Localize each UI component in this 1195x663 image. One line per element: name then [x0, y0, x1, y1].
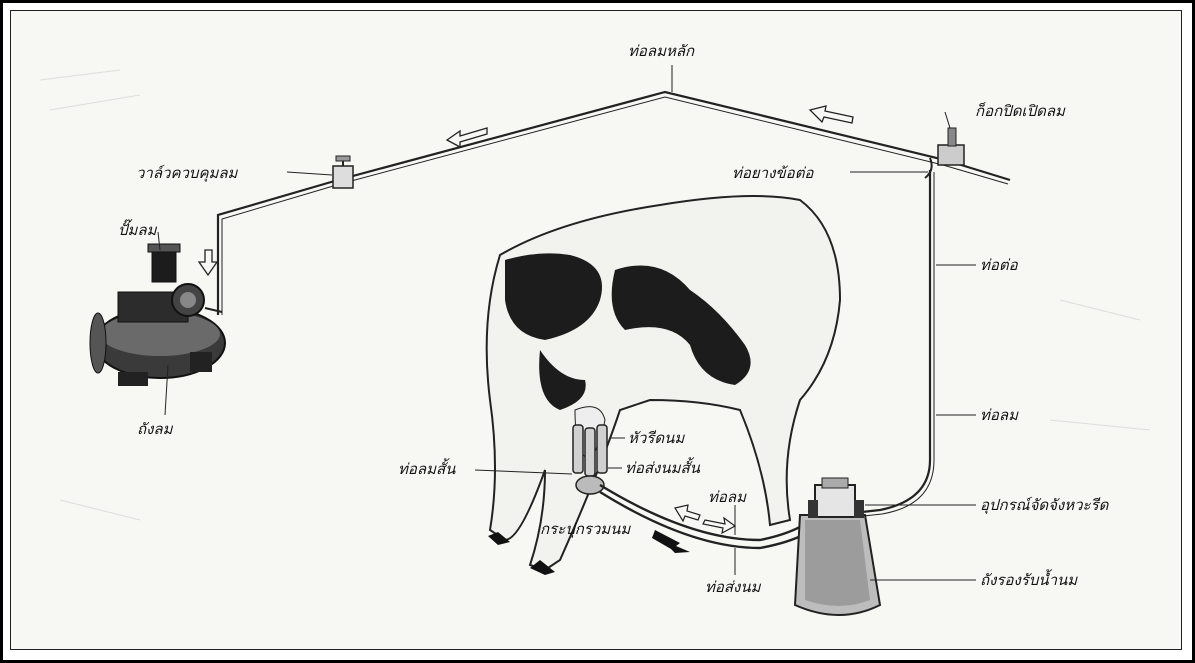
- control-valve-shape: [333, 156, 353, 188]
- label-milk-hose: ท่อส่งนม: [705, 580, 761, 595]
- air-valve-leader: [945, 112, 950, 128]
- label-air-tank: ถังลม: [137, 422, 173, 437]
- label-control-valve: วาล์วควบคุมลม: [136, 166, 237, 181]
- control-valve-leader: [287, 172, 332, 175]
- label-teat-cup: หัวรีดนม: [628, 431, 684, 446]
- milk-bucket-shape: [795, 478, 880, 615]
- label-air-pump: ปั๊มลม: [118, 223, 157, 238]
- label-pulsator: อุปกรณ์จัดจังหวะรีด: [980, 498, 1108, 513]
- label-main-air-pipe: ท่อลมหลัก: [628, 44, 694, 59]
- flow-arrow-down: [199, 250, 217, 275]
- label-short-milk-hose: ท่อส่งนมสั้น: [625, 461, 700, 476]
- label-connecting-pipe: ท่อต่อ: [980, 258, 1018, 273]
- flow-arrow-left-2: [810, 106, 853, 123]
- connecting-pipe: [835, 170, 934, 519]
- label-air-valve: ก็อกปิดเปิดลม: [975, 104, 1065, 119]
- label-rubber-connector: ท่อยางข้อต่อ: [732, 166, 813, 181]
- teat-cups: [573, 425, 607, 476]
- label-claw: กระปุกรวมนม: [540, 522, 630, 537]
- label-short-air-hose: ท่อลมสั้น: [398, 462, 455, 477]
- air-compressor: [90, 244, 225, 386]
- claw: [576, 476, 604, 494]
- flow-arrow-hose: [675, 505, 735, 533]
- label-air-hose: ท่อลม: [980, 408, 1018, 423]
- label-milk-bucket: ถังรองรับน้ำนม: [980, 573, 1077, 588]
- label-air-hose-lower: ท่อลม: [708, 490, 746, 505]
